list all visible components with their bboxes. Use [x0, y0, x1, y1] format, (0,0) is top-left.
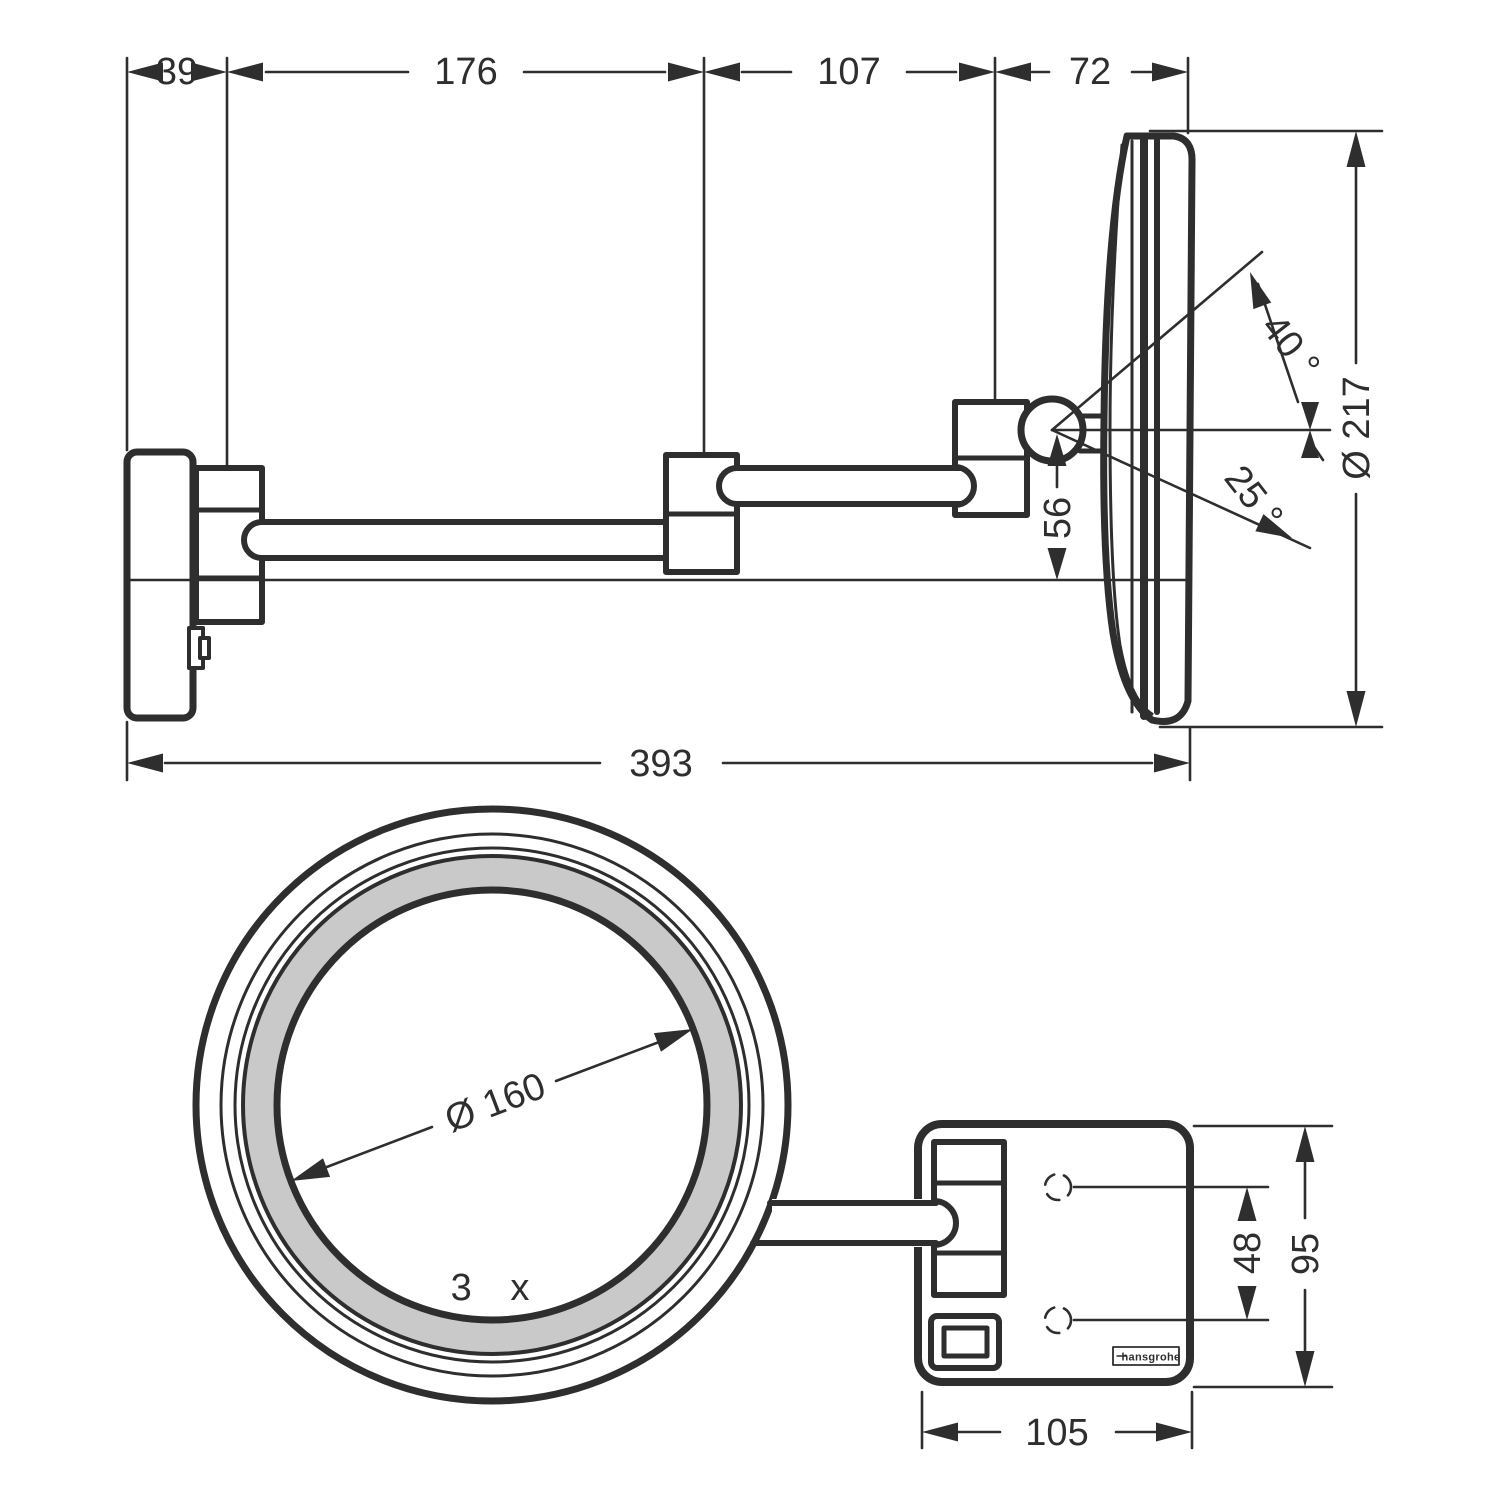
brand-logo: hansgrohe [1112, 1346, 1181, 1366]
front-view-dimensions: 48 95 105 [920, 1124, 1334, 1454]
tilt-down-label-group: 25 ° [1216, 458, 1291, 537]
dim-line [554, 1034, 677, 1083]
arm-front-fill [772, 1199, 936, 1247]
dim-label-72: 72 [1069, 51, 1111, 93]
arrow [191, 62, 227, 82]
arrow [704, 62, 740, 82]
dim-label-25deg: 25 ° [1216, 458, 1291, 537]
screw-hole-top [1043, 1172, 1073, 1202]
tilt-up-arrow [1250, 272, 1272, 310]
tilt-up-label-group: 40 ° [1253, 307, 1328, 386]
arrow [653, 1029, 693, 1052]
arrow [1047, 548, 1067, 580]
arrow [959, 62, 995, 82]
dim-label-39: 39 [156, 51, 198, 93]
mirror-layer-line-1 [1108, 143, 1154, 716]
arrow [922, 1422, 958, 1442]
dim-label-393: 393 [629, 743, 692, 785]
arrow [1295, 1126, 1315, 1162]
wall-plate-side [123, 448, 197, 722]
screw-hole-bottom [1043, 1305, 1073, 1335]
arrow [995, 62, 1031, 82]
light-ring [243, 856, 741, 1354]
angle-bowtie-lower [1301, 430, 1319, 458]
arrow [227, 62, 263, 82]
dim-label-48: 48 [1227, 1232, 1269, 1274]
mirror-rim-ring-1 [219, 832, 765, 1378]
hole-spacing-label-group: 48 [1227, 1232, 1269, 1274]
arrow [668, 62, 704, 82]
front-view-drawing: Ø 160 3 x hansgrohe [192, 805, 1334, 1454]
dim-label-107: 107 [817, 51, 880, 93]
dim-label-95: 95 [1285, 1233, 1327, 1275]
arrow [1295, 1351, 1315, 1387]
mirror-rim-ring-2 [233, 846, 751, 1364]
dim-label-40deg: 40 ° [1253, 307, 1328, 386]
dim-line [309, 1125, 434, 1175]
cable-outlet-step [198, 636, 211, 660]
arrow [1346, 691, 1366, 727]
dim-label-56: 56 [1037, 497, 1079, 539]
angle-bowtie-upper [1301, 402, 1319, 430]
mirror-glass-edge [273, 886, 711, 1324]
dim-label-160: Ø 160 [440, 1065, 552, 1141]
mirror-diameter-label-group: Ø 160 [440, 1065, 552, 1141]
tilt-up-ray [1050, 250, 1264, 432]
arrow [1154, 753, 1190, 773]
side-view-drawing: 39 176 107 72 [123, 51, 1384, 785]
magnification-label: 3 x [451, 1267, 544, 1309]
brand-logo-text: hansgrohe [1122, 1352, 1181, 1364]
wall-hinge-bracket [193, 465, 265, 625]
arrow [1047, 434, 1067, 466]
head-diameter-label-group: Ø 217 [1336, 376, 1378, 480]
tilt-down-arrow [1255, 514, 1292, 538]
arrow [291, 1158, 331, 1181]
power-switch-button [941, 1325, 990, 1359]
arrow [1156, 1422, 1192, 1442]
dim-label-176: 176 [434, 51, 497, 93]
brand-logo-box [1112, 1346, 1180, 1366]
dim-label-217: Ø 217 [1336, 376, 1378, 480]
arrow [127, 62, 163, 82]
ball-offset-label-group: 56 [1037, 497, 1079, 539]
dim-label-105: 105 [1025, 1412, 1088, 1454]
arrow [1237, 1286, 1257, 1320]
light-ring-outer-edge [241, 854, 743, 1356]
plate-height-label-group: 95 [1285, 1233, 1327, 1275]
plate-hinge-bracket [931, 1139, 1007, 1298]
arrow [1152, 62, 1188, 82]
mirror-outer-rim [192, 805, 792, 1405]
arrow [127, 753, 163, 773]
arrow [1237, 1187, 1257, 1221]
arrow [1346, 131, 1366, 167]
